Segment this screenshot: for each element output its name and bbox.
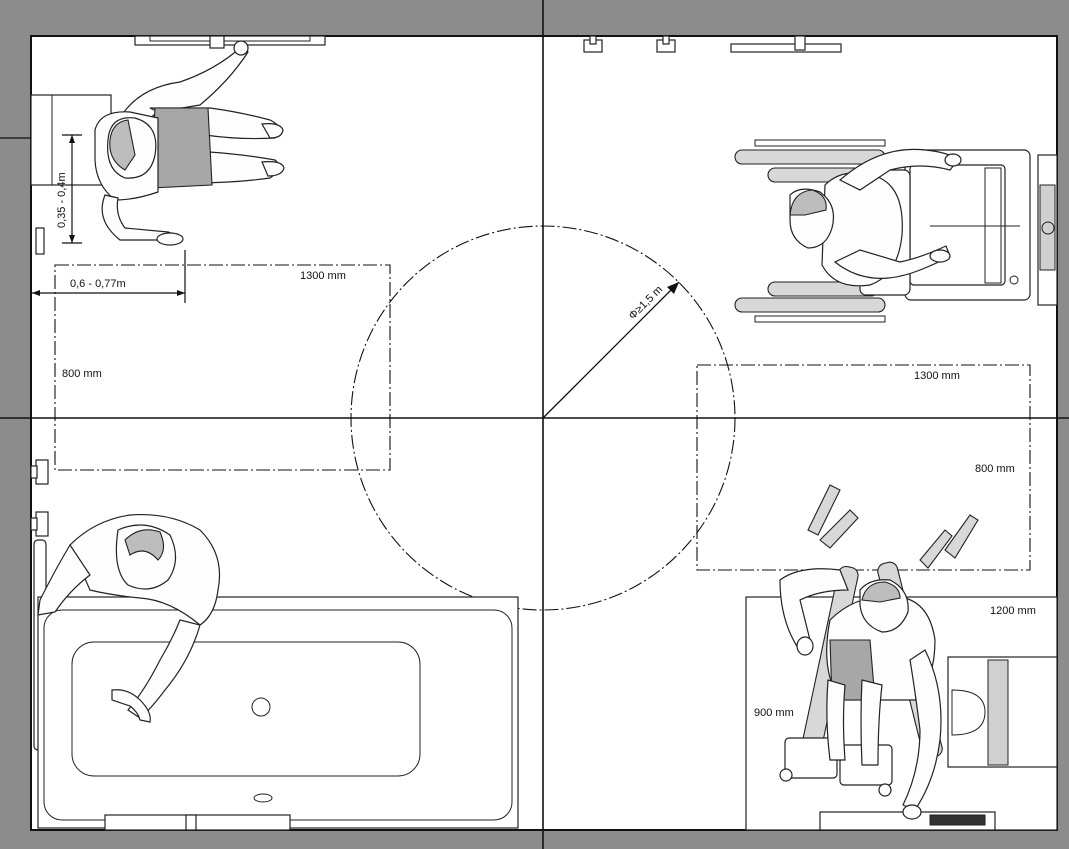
person-standing [94, 40, 285, 246]
person-leaning [37, 513, 221, 723]
dimension-reach: 0,6 - 0,77m [32, 250, 186, 303]
tr-depth-label: 800 mm [975, 463, 1015, 475]
person-wheelchair-top [789, 148, 962, 287]
tr-width-label: 1300 mm [914, 370, 960, 382]
tl-depth-label: 800 mm [62, 368, 102, 380]
clear-area-top-left: 1300 mm 800 mm [54, 264, 391, 471]
br-depth-label: 900 mm [754, 707, 794, 719]
tl-width-label: 1300 mm [300, 270, 346, 282]
quadrant-top-left: 0,35 - 0,4m 0,6 - 0,77m 1300 mm 800 mm [30, 35, 391, 471]
dimension-height: 0,35 - 0,4m [56, 134, 82, 244]
br-width-label: 1200 mm [990, 605, 1036, 617]
shower-dimensions: 1200 mm 900 mm [754, 605, 1036, 719]
reach-range-label: 0,6 - 0,77m [70, 278, 126, 290]
quadrant-top-right: 1300 mm 800 mm [583, 35, 1058, 571]
wall-fittings-top [583, 35, 842, 53]
person-wheelchair-bottom [779, 568, 942, 820]
height-range-label: 0,35 - 0,4m [56, 172, 68, 228]
grab-rail-top [134, 35, 326, 49]
quadrant-bottom-left [30, 459, 519, 831]
bathtub [37, 596, 519, 831]
quadrant-bottom-right: 1200 mm 900 mm [745, 484, 1058, 831]
clear-area-top-right: 1300 mm 800 mm [696, 364, 1031, 571]
